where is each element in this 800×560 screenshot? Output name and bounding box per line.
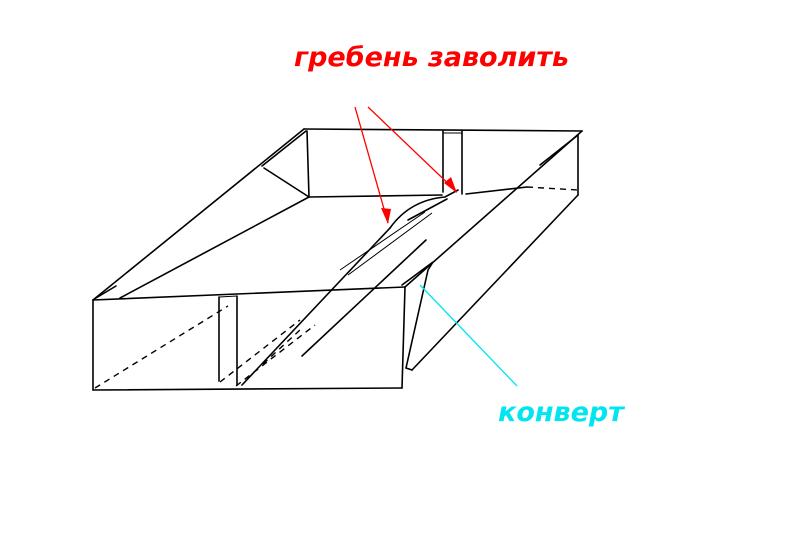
ridge-arrows: [354, 106, 458, 224]
box-drawing: [92, 128, 583, 391]
hidden-divider-lower-3: [262, 329, 301, 365]
inner-floor-left: [119, 196, 310, 299]
ridge-crest: [389, 189, 459, 229]
hidden-floor-back-right: [526, 186, 579, 191]
ridge-arrow-1-head: [381, 208, 391, 224]
ridge-arrow-2-head: [444, 177, 457, 193]
ridge-arrow-1-shaft: [354, 106, 389, 224]
envelope-flap: [401, 261, 434, 369]
hidden-floor-front-left: [94, 305, 229, 389]
envelope-label: конверт: [498, 397, 625, 428]
flap-back-left-1: [261, 130, 307, 167]
envelope-pointer-line: [419, 284, 518, 387]
ridge-crest-2: [407, 198, 448, 221]
flap-front-left: [95, 285, 117, 299]
hidden-divider-lower-2: [235, 324, 316, 387]
flap-back-right: [539, 134, 579, 166]
inner-back-bottom: [308, 194, 443, 198]
ridge-label: гребень заволить: [294, 42, 569, 73]
rim-back-edge: [303, 128, 583, 132]
rim-left-edge: [92, 128, 305, 301]
flap-back-left-2: [263, 167, 310, 198]
front-wall-bottom: [92, 387, 403, 391]
inner-floor-right: [411, 194, 579, 371]
ridge-base-right: [301, 239, 427, 357]
rim-front-edge: [92, 286, 406, 301]
front-divider-post-top: [218, 295, 238, 298]
envelope-flap-base: [405, 367, 413, 371]
front-wall-right: [401, 286, 406, 389]
ridge-top-line-2: [347, 212, 433, 276]
rim-right-edge: [404, 130, 583, 288]
ridge-base-left: [241, 227, 391, 386]
ridge-top-line-1: [339, 211, 426, 271]
hidden-divider-lower-1: [219, 319, 301, 383]
ridge-arrow-2-shaft: [367, 106, 458, 193]
inner-back-left-vertical: [306, 130, 310, 198]
inner-back-bottom-right: [465, 186, 528, 195]
